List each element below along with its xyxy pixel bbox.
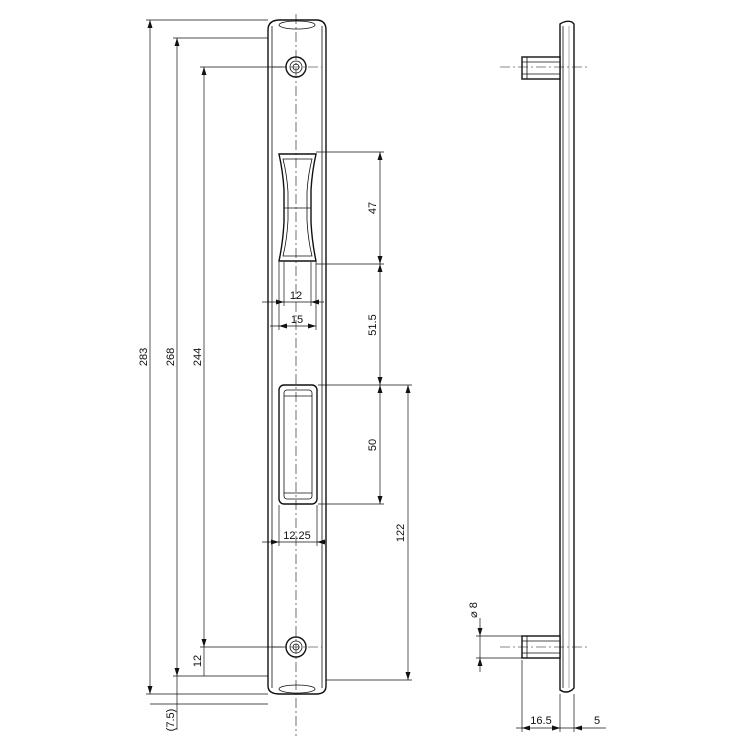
dim-upper-slot-width-outer: 15 (291, 314, 303, 326)
dim-upper-slot-width-inner: 12 (290, 290, 302, 302)
front-view (267, 14, 327, 736)
dim-upper-slot-height: 47 (367, 202, 379, 214)
side-plate-outline (559, 20, 575, 693)
dim-end-offset: (7.5) (165, 709, 177, 732)
dim-bottom-hole-offset: 12 (192, 655, 204, 667)
top-pin (521, 56, 561, 80)
dim-lower-slot-height: 50 (367, 439, 379, 451)
dim-slot-gap: 51.5 (367, 314, 379, 335)
side-view-dimensions: ⌀ 8 16.5 5 (468, 602, 606, 732)
lower-bolt-slot (278, 384, 318, 505)
dim-lower-slot-to-bottom: 122 (395, 524, 407, 542)
front-view-dimensions: 283 268 244 12 (7.5) 47 (138, 19, 412, 732)
side-view (500, 20, 590, 693)
dim-pin-length: 16.5 (530, 715, 551, 727)
strike-plate-outline (267, 19, 327, 695)
upper-latch-slot (278, 153, 317, 262)
dim-plate-thickness: 5 (594, 715, 600, 727)
dim-hole-to-hole: 244 (192, 348, 204, 366)
dim-pin-diameter: ⌀ 8 (468, 602, 480, 618)
dim-overall-length: 283 (138, 348, 150, 366)
dim-lower-slot-width: 12.25 (283, 530, 311, 542)
dim-hole-center-span: 268 (165, 348, 177, 366)
